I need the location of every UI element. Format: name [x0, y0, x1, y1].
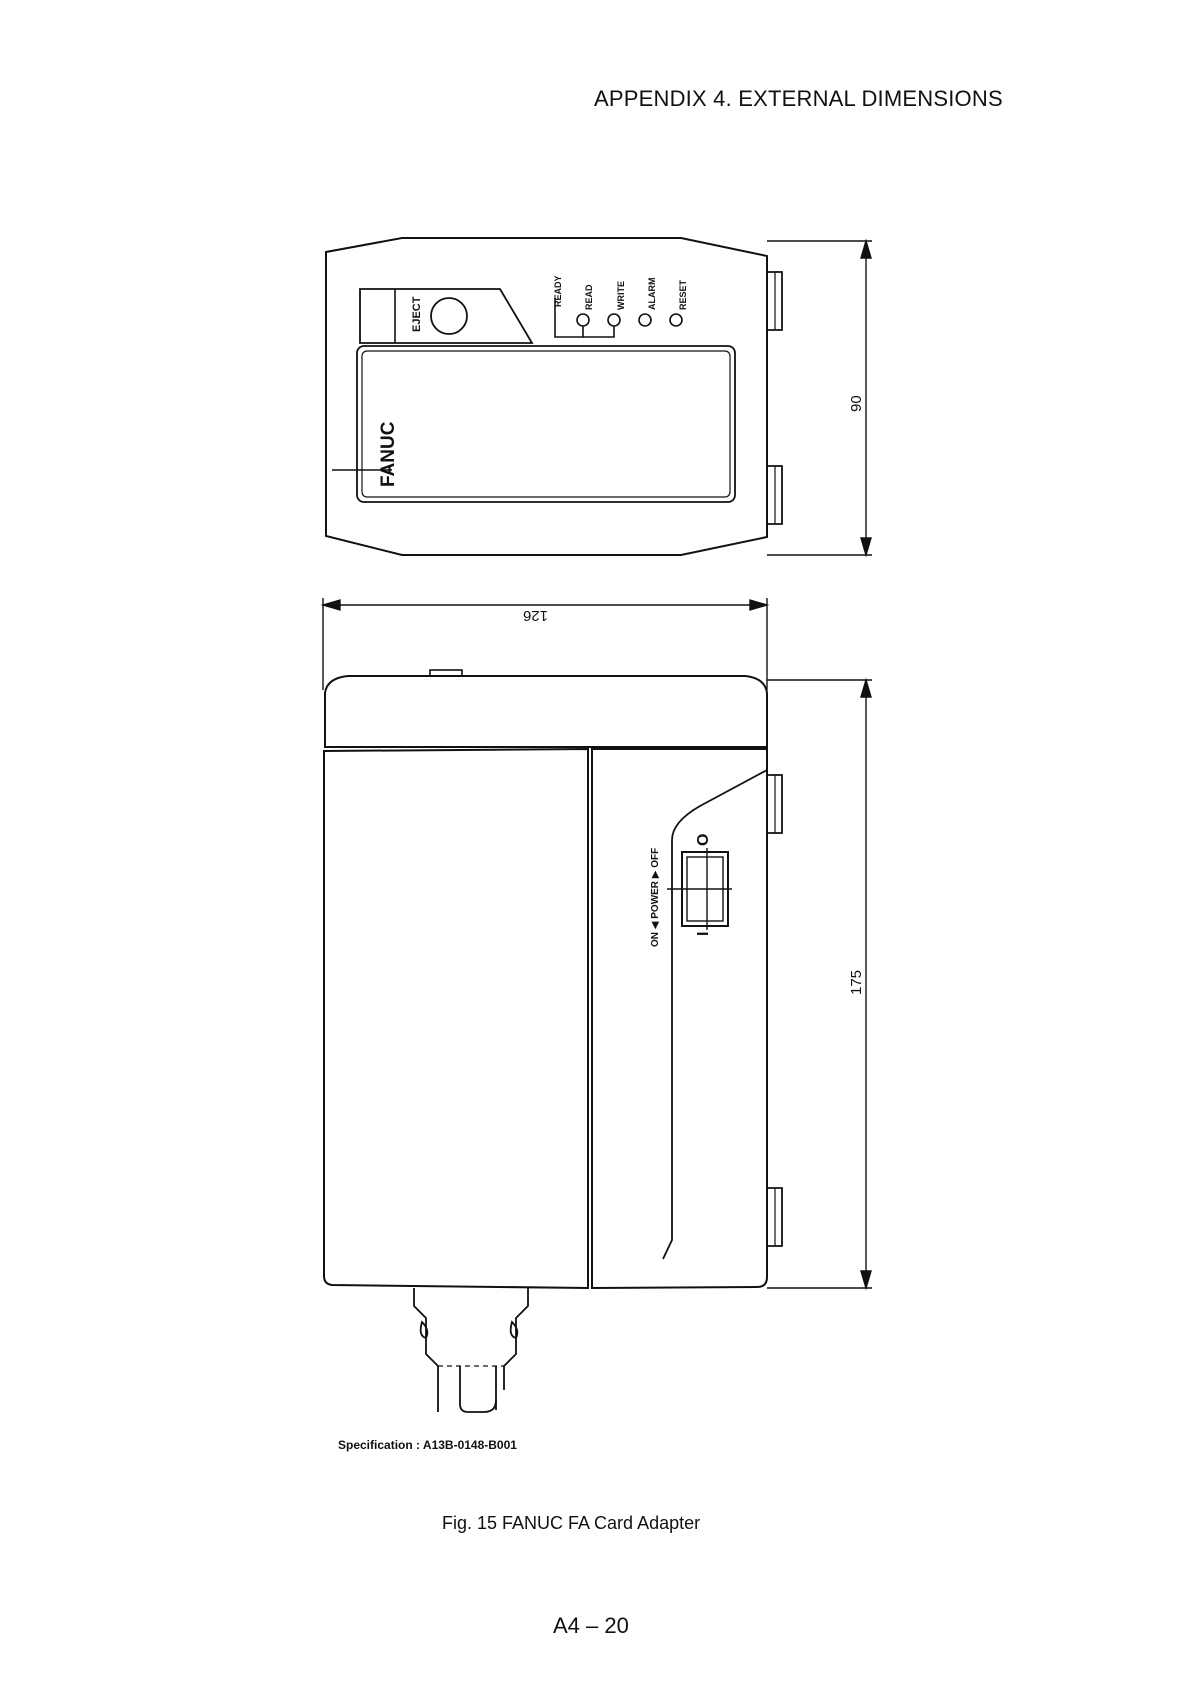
dimension-label-126: 126 [523, 607, 548, 624]
front-view [326, 238, 872, 555]
dimension-label-175: 175 [848, 970, 865, 995]
side-view [323, 598, 872, 1412]
indicator-label-ready: READY [553, 275, 563, 307]
page-number: A4 – 20 [553, 1613, 629, 1639]
indicator-label-alarm: ALARM [647, 278, 657, 311]
switch-off-symbol: O [695, 834, 712, 846]
side-body-right [592, 749, 767, 1288]
eject-panel [360, 289, 532, 343]
figure-caption: Fig. 15 FANUC FA Card Adapter [442, 1513, 700, 1534]
eject-button [431, 298, 467, 334]
dimension-label-90: 90 [848, 395, 865, 412]
indicator-label-reset: RESET [678, 279, 688, 310]
card-slot-panel [357, 346, 735, 502]
brand-label: FANUC [378, 421, 399, 487]
cable-gland [414, 1288, 528, 1412]
switch-on-symbol: I [695, 932, 712, 936]
front-body-outline [326, 238, 767, 555]
side-body-left [324, 749, 588, 1288]
top-cap [325, 676, 767, 747]
switch-bevel [663, 770, 767, 1259]
specification-text: Specification : A13B-0148-B001 [338, 1438, 517, 1452]
power-label: ON ◀ POWER ▶ OFF [650, 848, 661, 947]
indicator-label-read: READ [584, 284, 594, 310]
indicator-label-write: WRITE [616, 281, 626, 310]
eject-label: EJECT [411, 296, 423, 332]
